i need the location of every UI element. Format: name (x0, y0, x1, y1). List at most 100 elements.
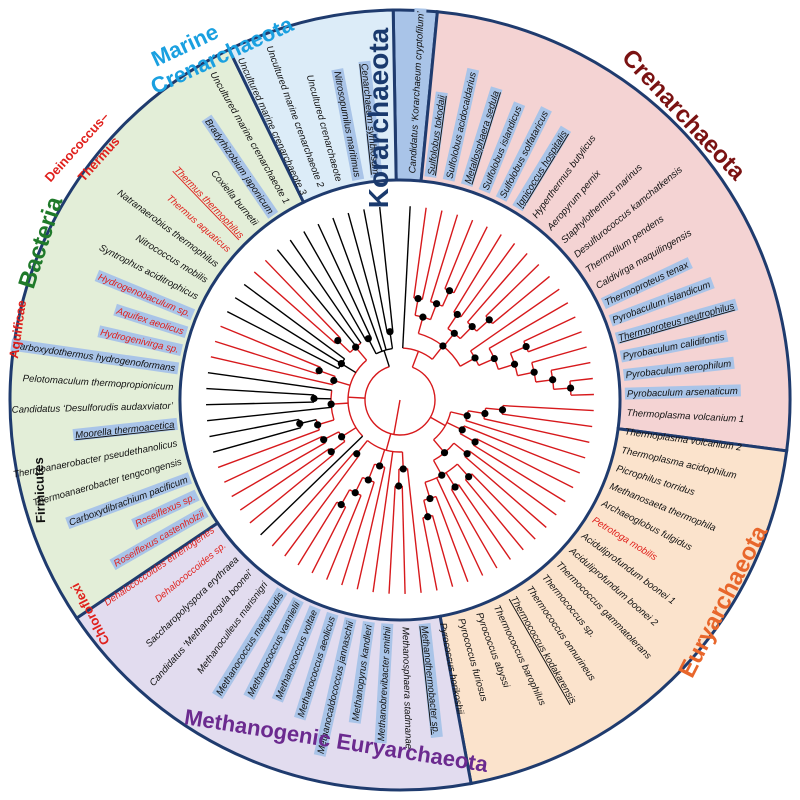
support-node (549, 376, 557, 384)
support-node (315, 367, 323, 375)
branch (388, 485, 396, 594)
leaf-highlight (622, 356, 735, 382)
branch (276, 249, 357, 347)
support-node (353, 450, 361, 458)
support-node (351, 489, 359, 497)
branch (453, 234, 502, 313)
support-node (330, 376, 338, 385)
leaf-highlight (94, 269, 196, 321)
branch (289, 239, 362, 344)
branch (468, 450, 557, 516)
branch (284, 455, 360, 557)
clade-sectors (8, 8, 792, 792)
support-node (395, 482, 403, 490)
branch (453, 226, 488, 294)
branch (385, 433, 392, 451)
branch (217, 429, 320, 469)
support-node (522, 342, 530, 351)
leaf-highlight (109, 506, 209, 571)
branch-arc (347, 359, 368, 437)
branch (234, 297, 342, 365)
leaf-highlight (293, 611, 339, 721)
leaf-label-text: Pyrobaculum arsenaticum (627, 386, 738, 400)
leaf-highlight (495, 106, 552, 202)
branch (226, 311, 339, 370)
leaf-highlight (72, 417, 178, 442)
leaf-highlight (418, 623, 443, 738)
branch (413, 207, 427, 299)
branch (207, 406, 332, 422)
support-node (414, 295, 422, 303)
support-node (445, 287, 454, 295)
tree-branches (206, 206, 594, 594)
branch (422, 517, 438, 591)
branch (209, 418, 299, 438)
tree-nodes (296, 287, 575, 521)
support-node (376, 462, 384, 470)
branch (406, 468, 422, 593)
sector-euryarchaeota (438, 427, 789, 786)
branch (341, 481, 375, 586)
leaf-highlight (614, 298, 739, 345)
branch (492, 275, 550, 325)
support-node (498, 406, 507, 414)
support-node (386, 328, 394, 336)
support-node (465, 473, 473, 481)
branch (429, 214, 459, 302)
support-node (439, 342, 447, 350)
support-node (481, 409, 489, 418)
branch (476, 438, 574, 489)
branch (402, 206, 411, 349)
branch (450, 488, 498, 569)
branch (531, 346, 587, 364)
branch (253, 271, 336, 344)
branch (550, 361, 591, 372)
branch (372, 451, 394, 593)
support-node (471, 438, 479, 446)
branch (570, 393, 594, 396)
branch (356, 467, 386, 590)
support-node (490, 354, 498, 363)
leaf-label: Methanosphaera stadmanae (400, 627, 414, 749)
support-node (438, 471, 446, 479)
branch (212, 427, 301, 453)
branch (332, 217, 383, 352)
branch (303, 231, 367, 341)
leaf-highlight (243, 596, 304, 701)
branch (311, 506, 347, 574)
branch (464, 479, 524, 551)
branch (460, 243, 516, 318)
support-node (334, 337, 342, 345)
support-node (310, 394, 318, 403)
support-node (320, 436, 328, 444)
branch (464, 455, 547, 528)
support-node (453, 310, 461, 319)
leaf-highlight (512, 125, 572, 212)
branch (471, 473, 536, 540)
branch (435, 496, 469, 582)
leaf-highlight (608, 276, 715, 327)
branch-arc (366, 439, 403, 453)
branch-arc (402, 347, 433, 360)
branch (264, 259, 341, 339)
branch (430, 416, 446, 427)
support-node (530, 368, 538, 376)
branch-arc (364, 366, 436, 436)
sector-label-korarchaeota: Korarchaeota (363, 27, 394, 208)
leaf-highlight (460, 86, 503, 187)
branch (379, 206, 394, 332)
leaf-highlight (201, 114, 279, 219)
branch (501, 413, 593, 428)
support-node (468, 322, 476, 331)
group-label-firmicutes: Firmicutes (31, 457, 48, 523)
leaf-highlight (374, 623, 394, 744)
leaf-highlight (113, 303, 189, 339)
leaf-label-text: Candidatus ‘Desulforudis audaxviator’ (12, 401, 174, 416)
support-node (510, 360, 519, 368)
branch (483, 418, 590, 444)
support-node (327, 448, 335, 456)
branch (317, 223, 372, 338)
support-node (471, 354, 479, 362)
root-branch (393, 399, 401, 435)
